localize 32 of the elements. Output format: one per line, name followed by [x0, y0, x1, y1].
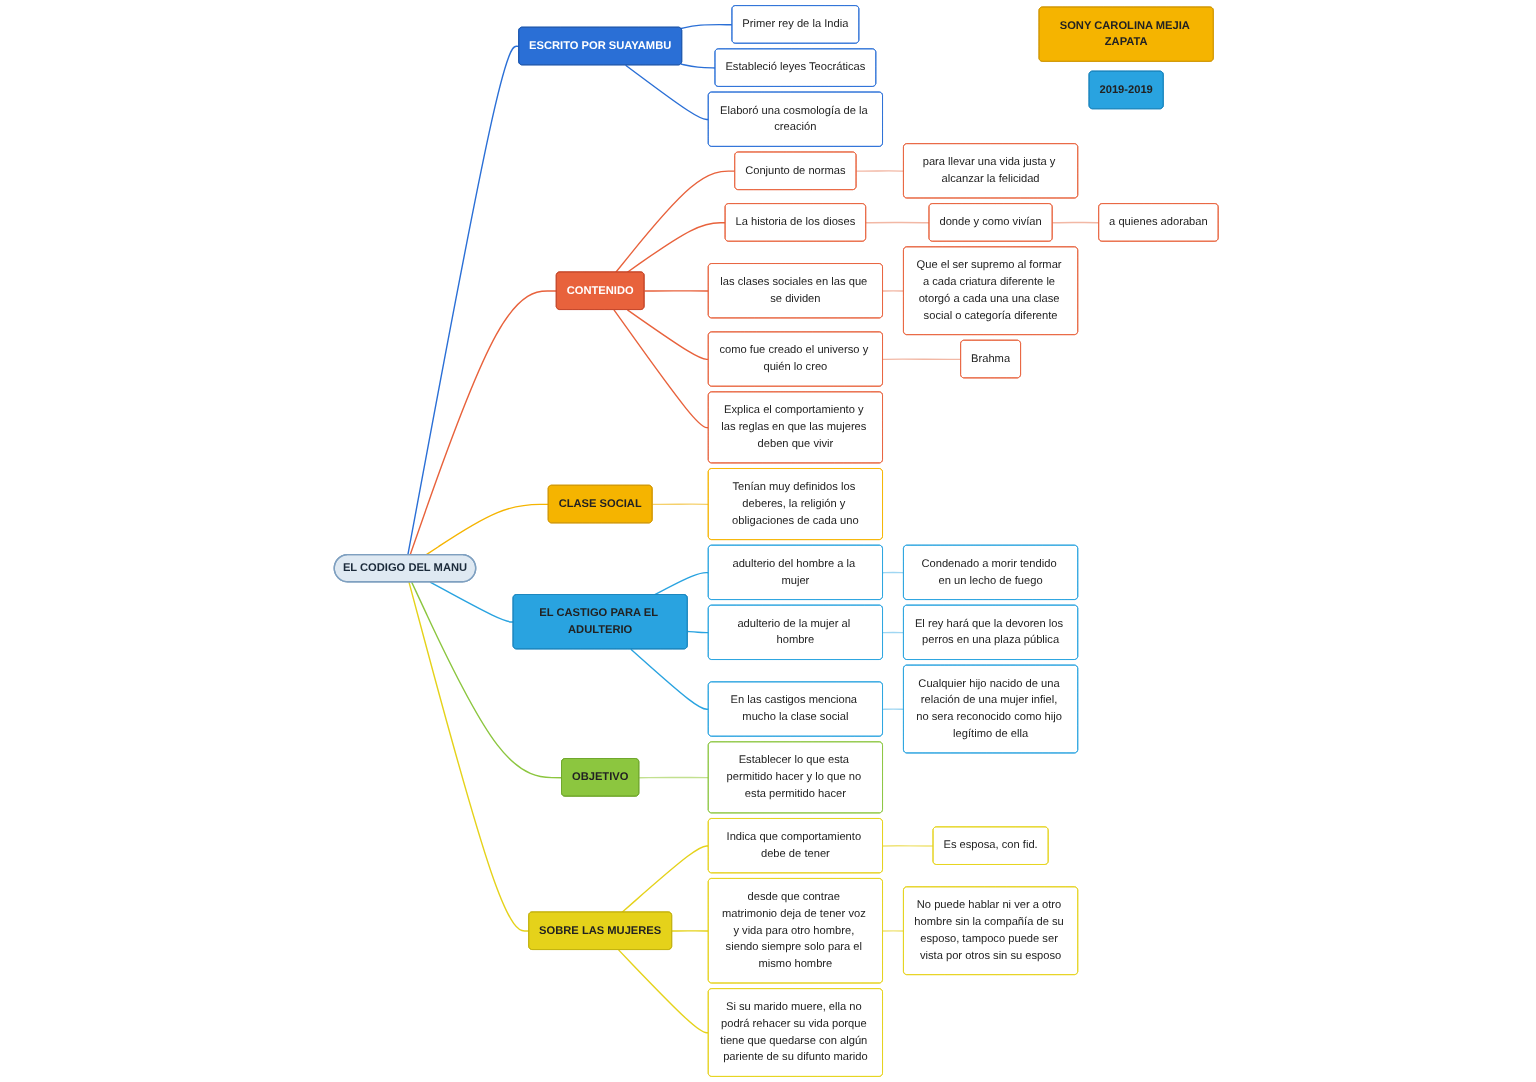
connector — [865, 221, 930, 224]
connector — [855, 170, 905, 172]
connector — [624, 64, 710, 121]
connector — [882, 708, 905, 711]
connector — [630, 648, 710, 711]
connector — [882, 631, 905, 634]
connector — [409, 290, 558, 556]
connector — [429, 581, 515, 623]
connector — [643, 290, 710, 292]
connector — [408, 581, 530, 932]
connector — [407, 45, 520, 556]
connector — [626, 309, 710, 361]
connector — [882, 845, 935, 847]
connector — [1051, 221, 1100, 224]
connector — [651, 503, 710, 506]
connector — [615, 170, 736, 273]
connector — [882, 930, 905, 932]
connector — [653, 571, 710, 596]
connector — [617, 949, 710, 1034]
connector — [686, 630, 710, 634]
connector — [638, 776, 710, 779]
connector — [882, 571, 905, 574]
connector — [882, 358, 962, 361]
connector — [621, 845, 710, 913]
connector — [410, 581, 563, 779]
connector — [680, 63, 716, 69]
connector — [671, 930, 710, 932]
connector — [680, 23, 733, 30]
connector — [882, 290, 905, 292]
connector — [626, 222, 727, 273]
connector — [613, 309, 710, 429]
connector — [425, 503, 550, 556]
